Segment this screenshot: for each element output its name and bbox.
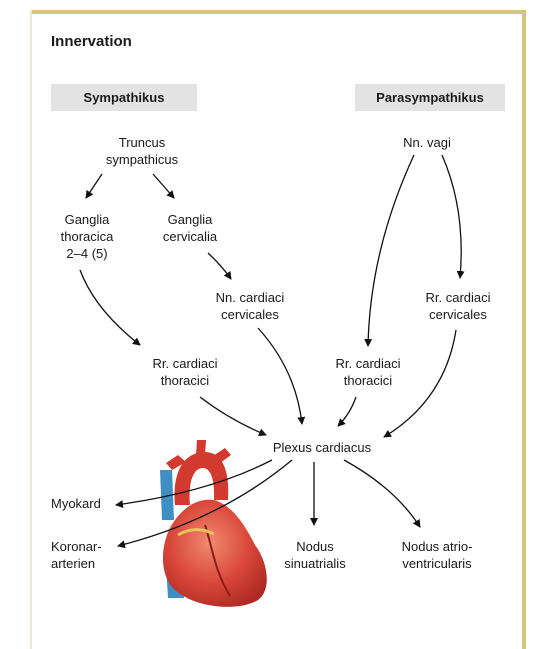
vessel-branch-2 [196, 440, 206, 456]
arrow-nn-cardiaci-to-plexus [258, 328, 302, 424]
arrow-plexus-to-nodus-atrioventricularis [344, 460, 420, 527]
arrow-rr-cardiaci-para-to-plexus [338, 397, 356, 426]
heart-illustration [160, 440, 267, 607]
arrow-ganglia-cervicalia-to-nn-cardiaci [208, 253, 231, 279]
arrow-truncus-to-ganglia-thoracica [86, 174, 102, 198]
arrow-nn-vagi-right-to-rr-cardiaci-cervicales [442, 155, 461, 278]
arrow-rr-cardiaci-cervicales-to-plexus [384, 330, 456, 437]
arrow-nn-vagi-left-to-rr-cardiaci [368, 155, 414, 346]
heart-body [163, 500, 267, 607]
arrow-rr-cardiaci-symp-to-plexus [200, 397, 266, 435]
arrow-truncus-to-ganglia-cervicalia [153, 174, 174, 198]
arrow-ganglia-thoracica-to-rr-cardiaci [80, 270, 140, 345]
